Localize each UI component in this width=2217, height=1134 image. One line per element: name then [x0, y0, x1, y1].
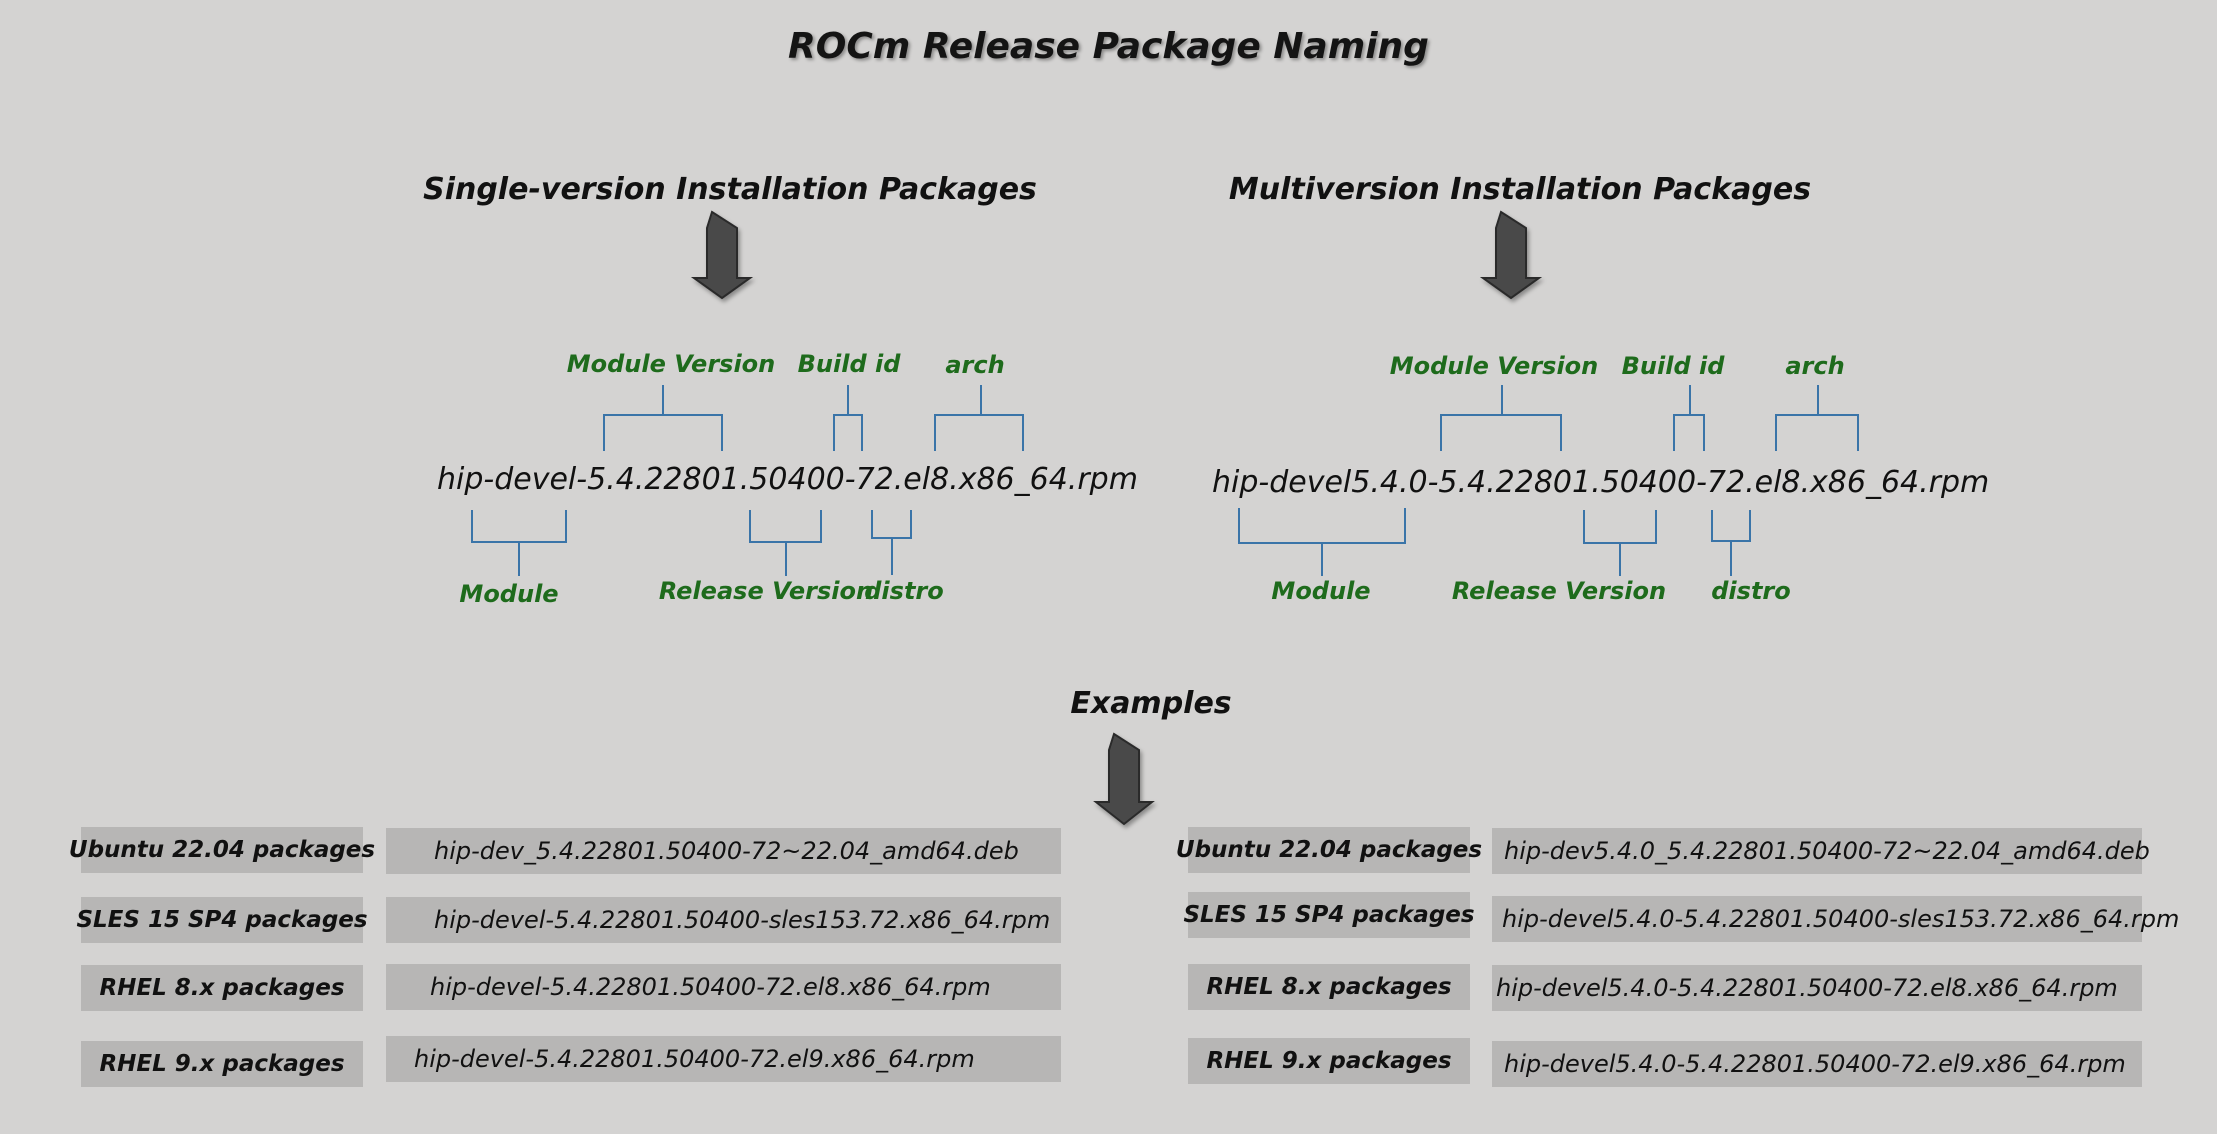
- single-release-version-bracket: [749, 510, 822, 576]
- example-left-value-sles: hip-devel-5.4.22801.50400-sles153.72.x86…: [386, 897, 1061, 943]
- single-distro-bracket: [871, 510, 912, 575]
- multi-module-bracket: [1238, 508, 1406, 576]
- example-right-value-sles: hip-devel5.4.0-5.4.22801.50400-sles153.7…: [1492, 896, 2179, 942]
- multi-distro-label: distro: [1711, 577, 1791, 605]
- example-right-label-sles: SLES 15 SP4 packages: [1183, 892, 1475, 938]
- example-left-label-rhel8: RHEL 8.x packages: [81, 965, 363, 1011]
- example-left-label-ubuntu: Ubuntu 22.04 packages: [69, 827, 375, 873]
- multi-module-version-bracket: [1440, 385, 1562, 451]
- single-down-arrow-icon: [690, 210, 754, 300]
- single-module-bracket: [471, 510, 567, 576]
- example-right-label-rhel9: RHEL 9.x packages: [1188, 1038, 1470, 1084]
- example-right-value-rhel9: hip-devel5.4.0-5.4.22801.50400-72.el9.x8…: [1492, 1041, 2142, 1087]
- multi-module-label: Module: [1271, 577, 1371, 605]
- examples-heading: Examples: [1070, 686, 1232, 721]
- multi-package-name: hip-devel5.4.0-5.4.22801.50400-72.el8.x8…: [1212, 465, 1990, 500]
- examples-down-arrow-icon: [1093, 732, 1155, 826]
- example-right-label-rhel8: RHEL 8.x packages: [1188, 964, 1470, 1010]
- multi-release-version-bracket: [1583, 510, 1657, 576]
- multi-distro-bracket: [1711, 510, 1751, 576]
- single-arch-label: arch: [945, 351, 1005, 379]
- multi-arch-label: arch: [1785, 352, 1845, 380]
- example-left-label-sles: SLES 15 SP4 packages: [76, 897, 368, 943]
- multi-down-arrow-icon: [1479, 210, 1543, 300]
- multi-module-version-label: Module Version: [1389, 352, 1599, 380]
- multi-arch-bracket: [1775, 385, 1859, 451]
- single-build-id-bracket: [833, 385, 863, 451]
- single-module-version-label: Module Version: [566, 350, 776, 378]
- example-right-value-ubuntu: hip-dev5.4.0_5.4.22801.50400-72~22.04_am…: [1492, 828, 2150, 874]
- single-distro-label: distro: [864, 577, 944, 605]
- multiversion-heading: Multiversion Installation Packages: [1228, 172, 1812, 207]
- example-right-value-rhel8: hip-devel5.4.0-5.4.22801.50400-72.el8.x8…: [1492, 965, 2142, 1011]
- single-module-label: Module: [459, 580, 559, 608]
- single-package-name: hip-devel-5.4.22801.50400-72.el8.x86_64.…: [437, 462, 1138, 497]
- multi-build-id-label: Build id: [1621, 352, 1725, 380]
- example-right-label-ubuntu: Ubuntu 22.04 packages: [1176, 827, 1482, 873]
- single-release-version-label: Release Version: [658, 577, 874, 605]
- multi-release-version-label: Release Version: [1451, 577, 1667, 605]
- example-left-value-rhel9: hip-devel-5.4.22801.50400-72.el9.x86_64.…: [386, 1036, 1061, 1082]
- example-left-label-rhel9: RHEL 9.x packages: [81, 1041, 363, 1087]
- single-arch-bracket: [934, 385, 1024, 451]
- single-version-heading: Single-version Installation Packages: [423, 172, 1037, 207]
- single-build-id-label: Build id: [797, 350, 901, 378]
- example-left-value-rhel8: hip-devel-5.4.22801.50400-72.el8.x86_64.…: [386, 964, 1061, 1010]
- example-left-value-ubuntu: hip-dev_5.4.22801.50400-72~22.04_amd64.d…: [386, 828, 1061, 874]
- page-title: ROCm Release Package Naming: [788, 26, 1429, 67]
- multi-build-id-bracket: [1673, 385, 1705, 451]
- single-module-version-bracket: [603, 385, 723, 451]
